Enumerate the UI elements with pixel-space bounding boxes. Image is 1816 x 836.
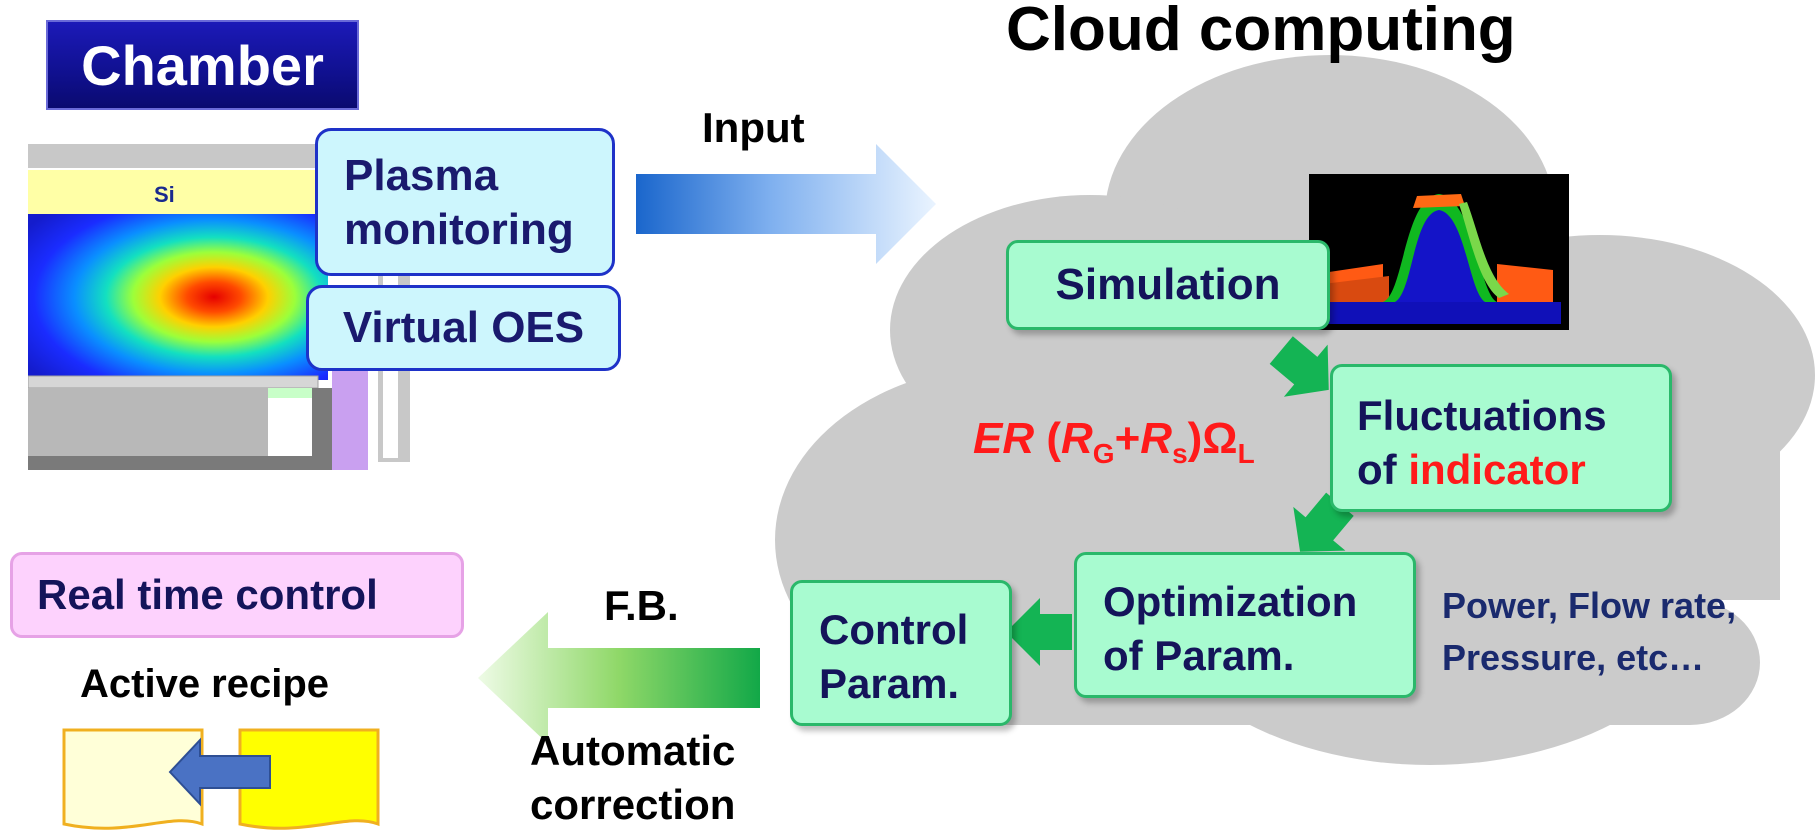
params-note-line1: Power, Flow rate, bbox=[1442, 585, 1737, 626]
input-arrow bbox=[636, 144, 936, 264]
virtual-oes-label: Virtual OES bbox=[342, 303, 585, 352]
cloud-computing-title: Cloud computing bbox=[1006, 0, 1516, 64]
formula-er: ER bbox=[973, 414, 1035, 463]
fluctuations-line1: Fluctuations bbox=[1357, 392, 1607, 439]
optimization-box: Optimization of Param. bbox=[1074, 552, 1416, 698]
virtual-oes-box: Virtual OES bbox=[306, 285, 621, 371]
plasma-monitoring-box: Plasma monitoring bbox=[315, 128, 615, 276]
indicator-highlight: indicator bbox=[1408, 446, 1586, 493]
automatic-correction-label: Automatic correction bbox=[530, 724, 735, 832]
control-line1: Control bbox=[819, 606, 969, 653]
control-param-box: Control Param. bbox=[790, 580, 1012, 726]
simulation-label: Simulation bbox=[1055, 260, 1281, 309]
params-note-line2: Pressure, etc… bbox=[1442, 637, 1705, 678]
er-formula: ER (RG+Rs)ΩL bbox=[973, 414, 1255, 469]
optimization-line1: Optimization bbox=[1103, 578, 1358, 625]
optimization-line2: of Param. bbox=[1103, 632, 1295, 679]
params-note: Power, Flow rate, Pressure, etc… bbox=[1442, 580, 1736, 684]
real-time-control-label: Real time control bbox=[37, 571, 378, 618]
formula-omega: Ω bbox=[1202, 414, 1238, 463]
input-label: Input bbox=[702, 104, 805, 151]
formula-r2: R bbox=[1140, 414, 1173, 463]
simulation-image bbox=[1309, 174, 1569, 330]
feedback-arrow bbox=[478, 612, 760, 744]
active-recipe-label: Active recipe bbox=[80, 662, 330, 706]
simulation-box: Simulation bbox=[1006, 240, 1330, 330]
chamber-title: Chamber bbox=[46, 20, 359, 110]
arrow-opt-to-control bbox=[1006, 598, 1072, 666]
plasma-monitoring-line2: monitoring bbox=[344, 205, 574, 254]
real-time-control-box: Real time control bbox=[10, 552, 464, 638]
formula-r1: R bbox=[1061, 414, 1093, 463]
correction-line2: correction bbox=[530, 781, 736, 828]
plasma-monitoring-line1: Plasma bbox=[344, 151, 499, 200]
fb-label: F.B. bbox=[604, 582, 679, 629]
recipe-documents-icon bbox=[62, 728, 380, 830]
arrow-sim-to-fluct bbox=[1269, 336, 1329, 397]
correction-line1: Automatic bbox=[530, 727, 736, 774]
control-line2: Param. bbox=[819, 660, 960, 707]
si-label: Si bbox=[154, 182, 175, 207]
fluctuations-box: Fluctuations of indicator bbox=[1330, 364, 1672, 512]
